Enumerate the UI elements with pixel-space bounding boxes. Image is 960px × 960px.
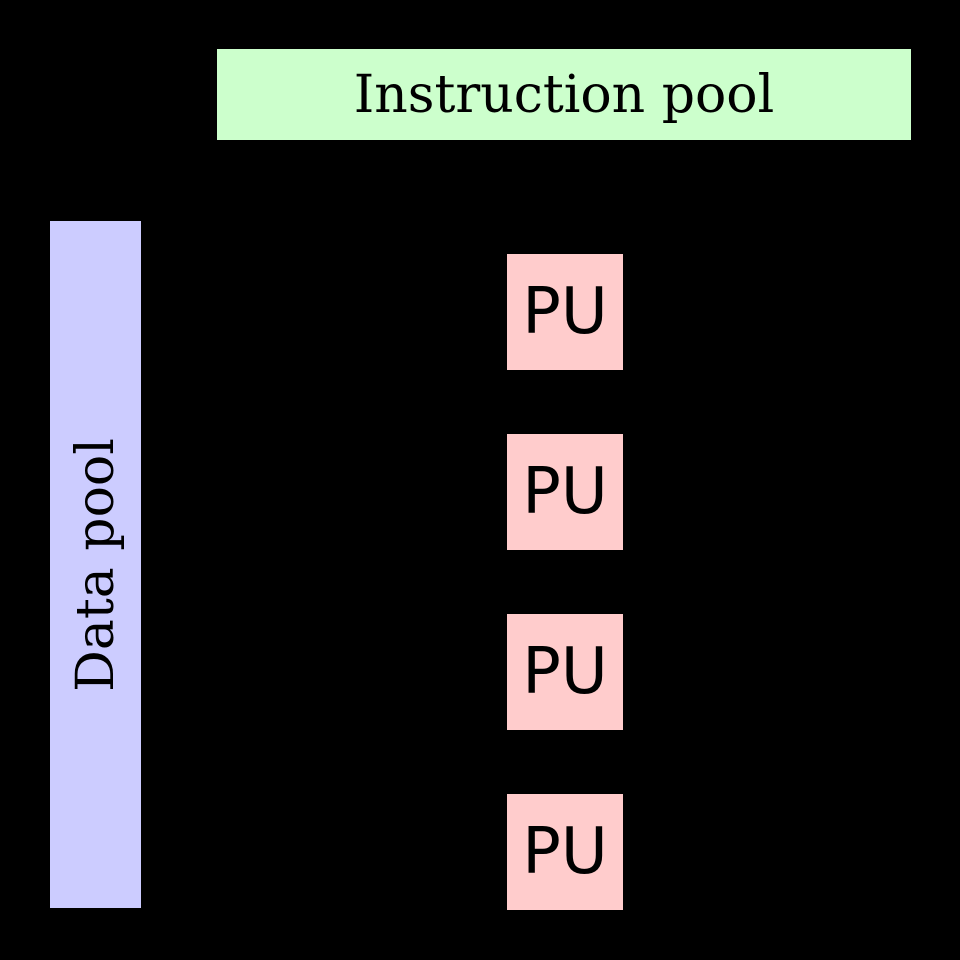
processing-unit-2-label: PU (522, 455, 608, 529)
processing-unit-4: PU (507, 794, 623, 910)
processing-unit-2: PU (507, 434, 623, 550)
processing-unit-3: PU (507, 614, 623, 730)
data-pool-bar: Data pool (50, 221, 141, 908)
processing-unit-1-label: PU (522, 275, 608, 349)
instruction-pool-label: Instruction pool (353, 64, 775, 125)
processing-unit-3-label: PU (522, 635, 608, 709)
processing-unit-4-label: PU (522, 815, 608, 889)
instruction-pool-bar: Instruction pool (217, 49, 911, 140)
processing-unit-1: PU (507, 254, 623, 370)
data-pool-label: Data pool (65, 437, 126, 692)
